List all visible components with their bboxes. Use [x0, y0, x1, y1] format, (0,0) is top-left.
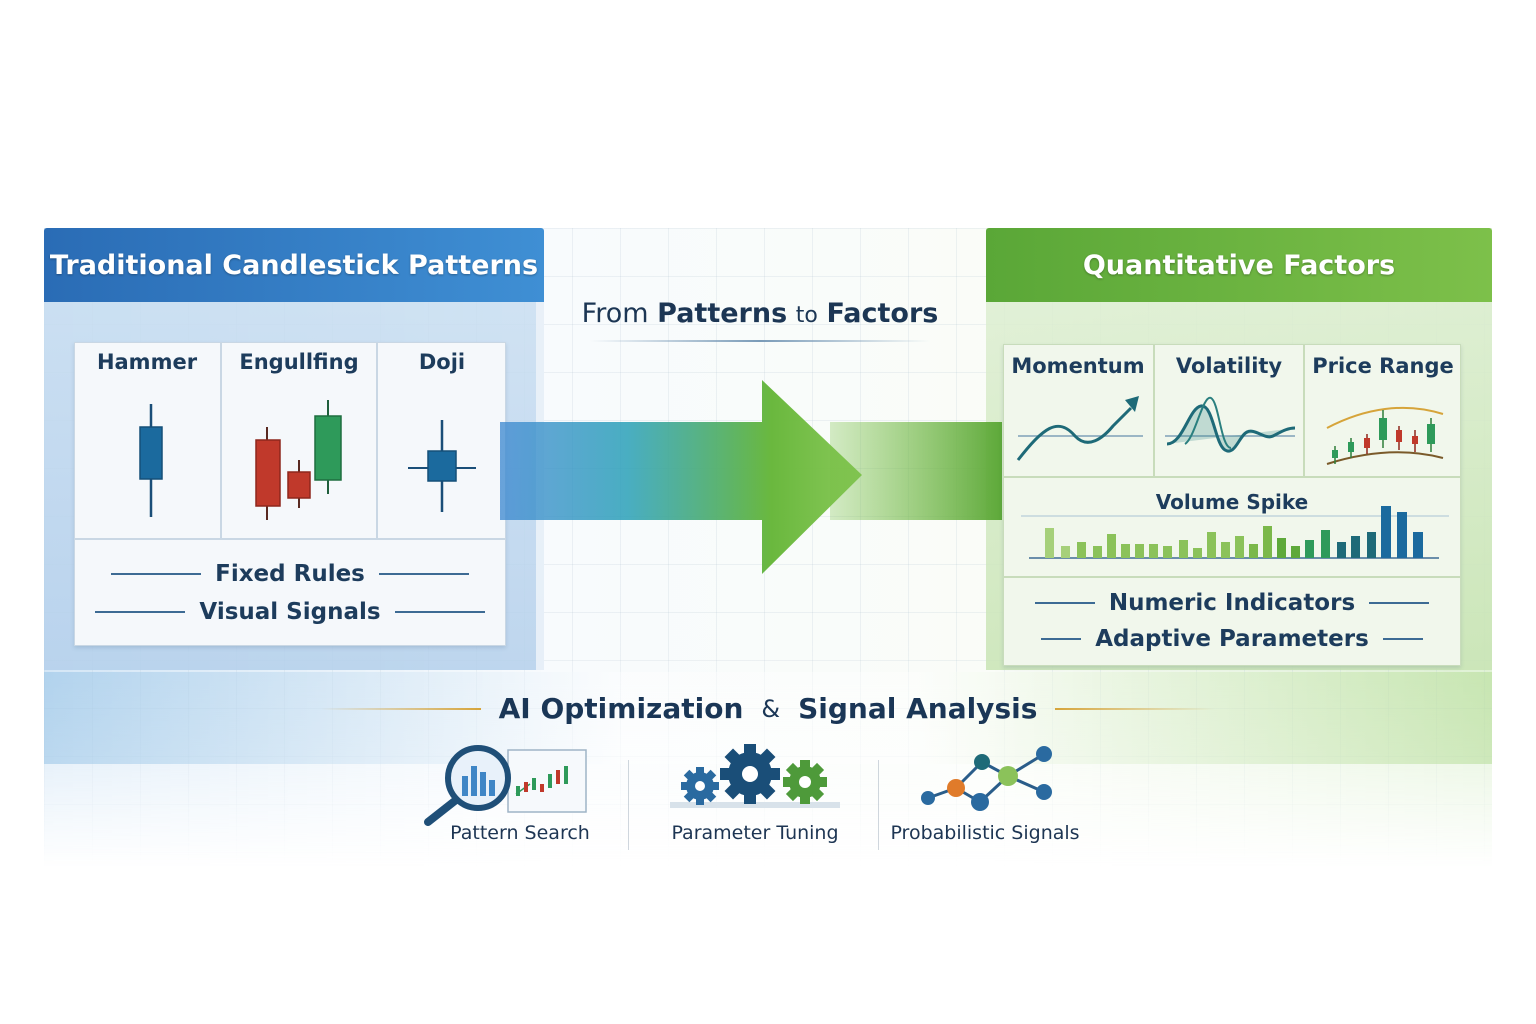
momentum-arrow-icon [1016, 396, 1143, 461]
divider [628, 760, 629, 850]
pattern-label: Doji [418, 350, 466, 374]
ai-section-band [44, 672, 1492, 764]
divider [1003, 576, 1461, 578]
factor-label: Price Range [1312, 354, 1454, 378]
factor-label: Momentum [1011, 354, 1145, 378]
engulfing-candles-icon [255, 400, 342, 520]
divider-line [1034, 602, 1095, 604]
center-title: From Patterns to Factors [581, 298, 939, 329]
ai-section-title: AI Optimization & Signal Analysis [300, 692, 1236, 725]
rule-label: Fixed Rules [215, 561, 365, 587]
rule-adaptive: Adaptive Parameters [1003, 622, 1461, 656]
divider-line [320, 707, 481, 710]
volatility-wave-icon [1165, 396, 1296, 453]
tool-label: Pattern Search [450, 822, 590, 844]
rule-visual: Visual Signals [74, 594, 506, 630]
tool-probabilistic-signals: Probabilistic Signals [890, 744, 1080, 854]
tool-pattern-search: Pattern Search [420, 744, 620, 854]
rule-fixed: Fixed Rules [74, 556, 506, 592]
factor-price-range: Price Range [1305, 344, 1461, 476]
factor-momentum: Momentum [1003, 344, 1155, 476]
divider-line [95, 611, 186, 613]
divider [74, 538, 506, 540]
tool-label: Probabilistic Signals [890, 822, 1080, 844]
divider [878, 760, 879, 850]
divider-line [378, 573, 469, 575]
price-range-candles-icon [1326, 406, 1444, 465]
pattern-engulfing: Engullfing [222, 342, 378, 538]
tool-label: Parameter Tuning [671, 822, 839, 844]
right-panel-title: Quantitative Factors [986, 228, 1492, 302]
divider-line [1382, 638, 1423, 640]
volume-spike-label: Volume Spike [1155, 490, 1309, 514]
gears-icon [670, 744, 840, 808]
magnifier-chart-icon [424, 745, 587, 826]
hammer-candle-icon [139, 404, 163, 517]
transition-arrow-icon [500, 380, 1002, 574]
factor-volume-spike: Volume Spike [1003, 478, 1461, 576]
divider [1003, 476, 1461, 478]
divider-line [1369, 602, 1430, 604]
center-title-underline [590, 340, 930, 342]
factor-label: Volatility [1175, 354, 1283, 378]
network-nodes-icon [921, 746, 1052, 811]
divider-line [1041, 638, 1082, 640]
pattern-doji: Doji [378, 342, 506, 538]
pattern-hammer: Hammer [74, 342, 222, 538]
rule-label: Numeric Indicators [1108, 590, 1356, 616]
volume-bars-icon [1021, 506, 1449, 559]
divider-line [1055, 707, 1216, 710]
factors-card [1003, 344, 1461, 666]
rule-label: Adaptive Parameters [1095, 626, 1369, 652]
left-panel-title: Traditional Candlestick Patterns [44, 228, 544, 302]
rule-numeric: Numeric Indicators [1003, 586, 1461, 620]
rule-label: Visual Signals [199, 599, 381, 625]
factor-volatility: Volatility [1155, 344, 1305, 476]
divider-line [111, 573, 202, 575]
pattern-label: Engullfing [239, 350, 359, 374]
doji-candle-icon [408, 420, 476, 512]
tool-parameter-tuning: Parameter Tuning [660, 744, 850, 854]
divider-line [394, 611, 485, 613]
pattern-label: Hammer [96, 350, 198, 374]
